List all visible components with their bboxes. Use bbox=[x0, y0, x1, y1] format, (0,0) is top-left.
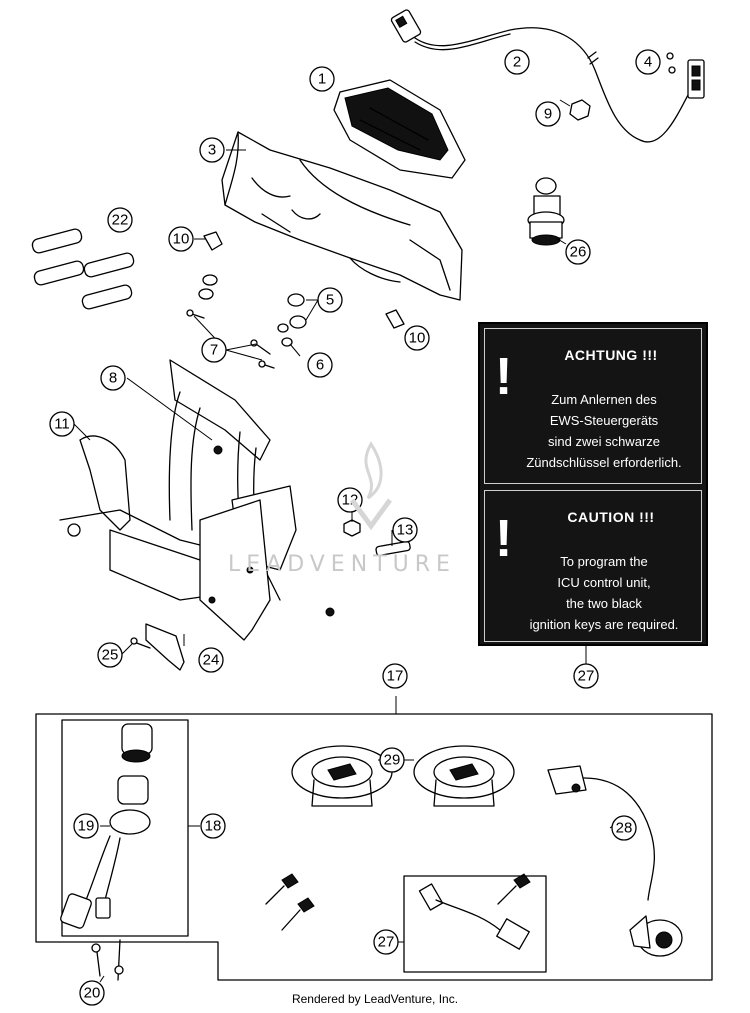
callout-label: 19 bbox=[78, 818, 95, 835]
callout-4: 4 bbox=[635, 49, 661, 75]
callout-17: 17 bbox=[382, 663, 408, 689]
screws-part-4 bbox=[666, 52, 676, 74]
callout-1: 1 bbox=[309, 66, 335, 92]
callout-label: 27 bbox=[378, 934, 395, 951]
callout-11: 11 bbox=[49, 411, 75, 437]
warning-english: ! CAUTION !!! To program the ICU control… bbox=[484, 490, 702, 642]
callout-5: 5 bbox=[317, 287, 343, 313]
callout-9: 9 bbox=[535, 101, 561, 127]
callout-label: 9 bbox=[544, 106, 552, 123]
callout-3: 3 bbox=[199, 137, 225, 163]
callout-6: 6 bbox=[307, 352, 333, 378]
german-line: EWS-Steuergeräts bbox=[549, 413, 659, 428]
callout-label: 10 bbox=[173, 231, 190, 248]
rubber-sleeves-part bbox=[31, 228, 135, 310]
callout-label: 24 bbox=[203, 652, 220, 669]
callout-label: 28 bbox=[616, 820, 633, 837]
callout-label: 7 bbox=[210, 342, 218, 359]
german-line: Zum Anlernen des bbox=[551, 392, 657, 407]
callout-label: 2 bbox=[513, 54, 521, 71]
callout-24: 24 bbox=[198, 647, 224, 673]
callout-22: 22 bbox=[107, 207, 133, 233]
callout-29: 29 bbox=[379, 747, 405, 773]
holder-bracket-part bbox=[130, 623, 185, 671]
callout-label: 5 bbox=[326, 292, 334, 309]
nut-part-9 bbox=[569, 99, 591, 121]
english-body: To program the ICU control unit, the two… bbox=[509, 551, 699, 635]
keys-part bbox=[265, 873, 531, 931]
callout-18: 18 bbox=[200, 813, 226, 839]
callout-label: 17 bbox=[387, 668, 404, 685]
callout-19: 19 bbox=[73, 813, 99, 839]
callout-label: 4 bbox=[644, 54, 652, 71]
callout-label: 18 bbox=[205, 818, 222, 835]
callout-label: 11 bbox=[54, 416, 70, 433]
callout-2: 2 bbox=[504, 49, 530, 75]
watermark-logo bbox=[349, 441, 393, 530]
fairing-part bbox=[221, 131, 463, 301]
german-body: Zum Anlernen des EWS-Steuergeräts sind z… bbox=[509, 389, 699, 473]
wiring-harness-part bbox=[390, 9, 705, 143]
bracket-frame-part bbox=[59, 359, 335, 641]
callout-label: 10 bbox=[409, 330, 426, 347]
callout-27-upper: 27 bbox=[573, 663, 599, 689]
exclamation-icon: ! bbox=[495, 348, 513, 406]
fasteners-parts-5-6-7 bbox=[186, 274, 307, 369]
english-line: ICU control unit, bbox=[557, 575, 651, 590]
callout-label: 29 bbox=[384, 752, 401, 769]
callout-20: 20 bbox=[79, 980, 105, 1006]
callout-8: 8 bbox=[100, 365, 126, 391]
callout-7: 7 bbox=[201, 337, 227, 363]
ignition-lock-part bbox=[527, 177, 565, 246]
lock-assembly-part bbox=[60, 723, 153, 983]
warning-german: ! ACHTUNG !!! Zum Anlernen des EWS-Steue… bbox=[484, 328, 702, 484]
german-title: ACHTUNG !!! bbox=[564, 347, 658, 363]
fuel-caps-part bbox=[291, 745, 515, 807]
callout-label: 13 bbox=[397, 522, 414, 539]
callout-13: 13 bbox=[392, 517, 418, 543]
sensor-cable-part bbox=[547, 765, 683, 957]
callout-10-upper: 10 bbox=[168, 226, 194, 252]
english-line: ignition keys are required. bbox=[529, 617, 679, 632]
callout-label: 20 bbox=[84, 985, 101, 1002]
exclamation-icon: ! bbox=[495, 510, 513, 568]
callout-25: 25 bbox=[97, 642, 123, 668]
callout-28: 28 bbox=[611, 815, 637, 841]
footer-credit: Rendered by LeadVenture, Inc. bbox=[291, 992, 459, 1006]
callout-label: 22 bbox=[112, 212, 129, 229]
callout-label: 6 bbox=[316, 357, 324, 374]
warning-label: ! ACHTUNG !!! Zum Anlernen des EWS-Steue… bbox=[478, 322, 708, 646]
callout-10-lower: 10 bbox=[404, 325, 430, 351]
callout-label: 26 bbox=[570, 244, 587, 261]
callout-26: 26 bbox=[565, 239, 591, 265]
callout-label: 1 bbox=[318, 71, 326, 88]
clips-part-10 bbox=[203, 231, 405, 329]
english-line: To program the bbox=[560, 554, 648, 569]
english-line: the two black bbox=[566, 596, 642, 611]
callout-27-lower: 27 bbox=[373, 929, 399, 955]
callout-label: 8 bbox=[109, 370, 117, 387]
instrument-cluster-part bbox=[333, 79, 466, 179]
german-line: sind zwei schwarze bbox=[548, 434, 660, 449]
callout-label: 27 bbox=[578, 668, 595, 685]
kit-group-box bbox=[35, 696, 713, 981]
english-title: CAUTION !!! bbox=[567, 509, 655, 525]
german-line: Zündschlüssel erforderlich. bbox=[526, 455, 682, 470]
callout-label: 3 bbox=[208, 142, 216, 159]
watermark-text: LEADVENTURE bbox=[228, 552, 456, 577]
connector-harness-part bbox=[392, 875, 547, 973]
callout-label: 25 bbox=[102, 647, 119, 664]
